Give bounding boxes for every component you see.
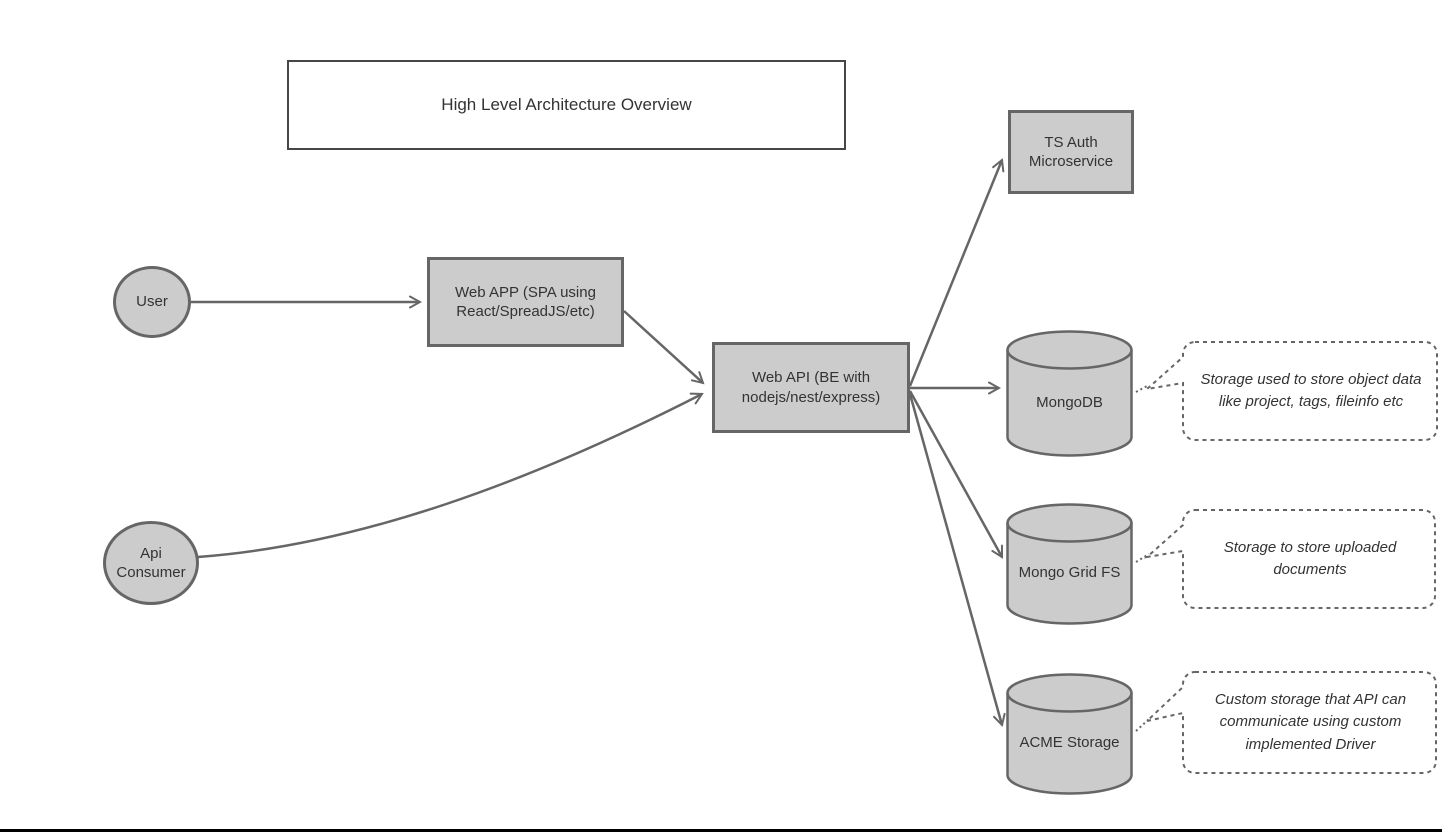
link-acme-to-note <box>1135 718 1150 732</box>
cylinder-shape <box>1006 673 1133 795</box>
node-ts-auth-microservice: TS Auth Microservice <box>1008 110 1134 194</box>
node-mongo-grid-fs: Mongo Grid FS <box>1006 503 1133 625</box>
edge-webapi-to-gridfs <box>908 390 1004 557</box>
node-mongo-grid-fs-label: Mongo Grid FS <box>1018 564 1121 581</box>
cylinder-shape <box>1006 503 1133 625</box>
edge-webapp-to-webapi <box>623 310 703 383</box>
note-mongo-grid-fs: Storage to store uploaded documents <box>1223 538 1397 579</box>
canvas-bottom-edge <box>0 829 1442 832</box>
node-user: User <box>113 266 191 338</box>
edge-webapi-to-acme <box>908 393 1002 725</box>
node-mongodb: MongoDB <box>1006 330 1133 457</box>
node-acme-storage: ACME Storage <box>1006 673 1133 795</box>
diagram-title: High Level Architecture Overview <box>287 60 846 150</box>
node-web-api: Web API (BE with nodejs/nest/express) <box>712 342 910 433</box>
node-web-app: Web APP (SPA using React/SpreadJS/etc) <box>427 257 624 347</box>
node-acme-storage-label: ACME Storage <box>1019 734 1120 751</box>
cylinder-shape <box>1006 330 1133 457</box>
node-api-consumer: Api Consumer <box>103 521 199 605</box>
note-mongodb: Storage used to store object data like p… <box>1200 370 1422 411</box>
link-mongodb-to-note <box>1135 384 1150 393</box>
edge-apiconsumer-to-webapi <box>197 394 702 559</box>
edge-webapi-to-tsauth <box>908 160 1002 387</box>
node-mongodb-label: MongoDB <box>1036 393 1103 411</box>
note-acme-storage: Custom storage that API can communicate … <box>1214 690 1407 753</box>
link-gridfs-to-note <box>1135 553 1150 563</box>
